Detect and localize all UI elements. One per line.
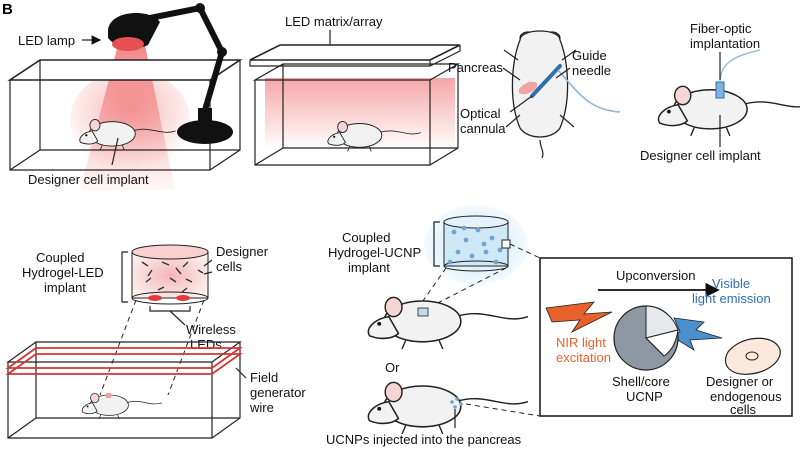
cannula-label-2: cannula [460, 121, 506, 136]
fiber-cable [557, 69, 621, 113]
panel-letter: B [2, 1, 13, 18]
mouse-icon [657, 85, 800, 137]
led-matrix-panel [249, 44, 461, 61]
desk-lamp-icon [108, 3, 233, 144]
fiber-scene: Fiber-optic implantation Designer cell i… [640, 21, 800, 163]
fiber-optic-implant-icon [715, 81, 725, 99]
field-label-1: Field [250, 370, 278, 385]
visible-label-1: Visible [712, 276, 750, 291]
injected-label: UCNPs injected into the pancreas [326, 432, 522, 447]
cells-label-3: cells [730, 402, 757, 417]
implant-label: Designer cell implant [28, 172, 149, 187]
pancreas-icon [518, 81, 538, 95]
lamp-label: LED lamp [18, 33, 75, 48]
upconversion-label: Upconversion [616, 268, 696, 283]
cells-label-1: Designer or [706, 374, 774, 389]
field-label-3: wire [249, 400, 274, 415]
pancreas-label: Pancreas [448, 60, 503, 75]
mouse-topview-icon [503, 30, 577, 159]
hydrogel-led-implant-icon [131, 244, 209, 305]
visible-label-2: light emission [692, 291, 771, 306]
cell-icon [724, 337, 781, 375]
cannula-label-1: Optical [460, 106, 501, 121]
led-icon [148, 295, 162, 301]
wireless-label-1: Wireless [186, 322, 236, 337]
coupled-led-label-1: Coupled [36, 250, 84, 265]
led-icon [176, 295, 190, 301]
matrix-scene: LED matrix/array [249, 14, 461, 166]
guide-label-2: needle [572, 63, 611, 78]
field-label-2: generator [250, 385, 306, 400]
shell-label-2: UCNP [626, 389, 663, 404]
field-generator-wire [5, 347, 243, 369]
nir-lightning-icon [545, 301, 613, 334]
mouse-icon [367, 381, 529, 435]
matrix-glow [265, 78, 455, 150]
coupled-led-label-3: implant [44, 280, 86, 295]
optical-cannula-icon [530, 64, 562, 98]
shell-label-1: Shell/core [612, 374, 670, 389]
fiber-implant-label: Designer cell implant [640, 148, 761, 163]
nir-label-2: excitation [556, 350, 611, 365]
nir-label-1: NIR light [556, 335, 606, 350]
cells-label-2: endogenous [710, 389, 782, 404]
designer-cells-label-2: cells [216, 259, 243, 274]
hydrogel-ucnp-implant-icon [424, 205, 528, 285]
wireless-label-2: LEDs [190, 337, 222, 352]
fiber-label-1: Fiber-optic [690, 21, 752, 36]
designer-cells-label-1: Designer [216, 244, 269, 259]
coupled-led-label-2: Hydrogel-LED [22, 265, 104, 280]
lamp-cage [9, 60, 241, 171]
mouse-icon [81, 392, 163, 420]
wireless-scene: Coupled Hydrogel-LED implant Designer ce… [5, 244, 306, 439]
ucnp-scene: Coupled Hydrogel-UCNP implant Or UCNPs i… [326, 205, 793, 447]
coupled-ucnp-label-3: implant [348, 260, 390, 275]
ucnp-sphere-icon [613, 305, 679, 371]
mouse-icon [367, 296, 529, 350]
cannula-scene: Pancreas Guide needle Optical cannula [448, 30, 621, 159]
coupled-ucnp-label-2: Hydrogel-UCNP [328, 245, 421, 260]
or-label: Or [385, 360, 400, 375]
guide-label-1: Guide [572, 48, 607, 63]
coupled-ucnp-label-1: Coupled [342, 230, 390, 245]
lamp-scene: LED lamp Designer cell implant [7, 3, 243, 190]
fiber-label-2: implantation [690, 36, 760, 51]
matrix-label: LED matrix/array [285, 14, 383, 29]
